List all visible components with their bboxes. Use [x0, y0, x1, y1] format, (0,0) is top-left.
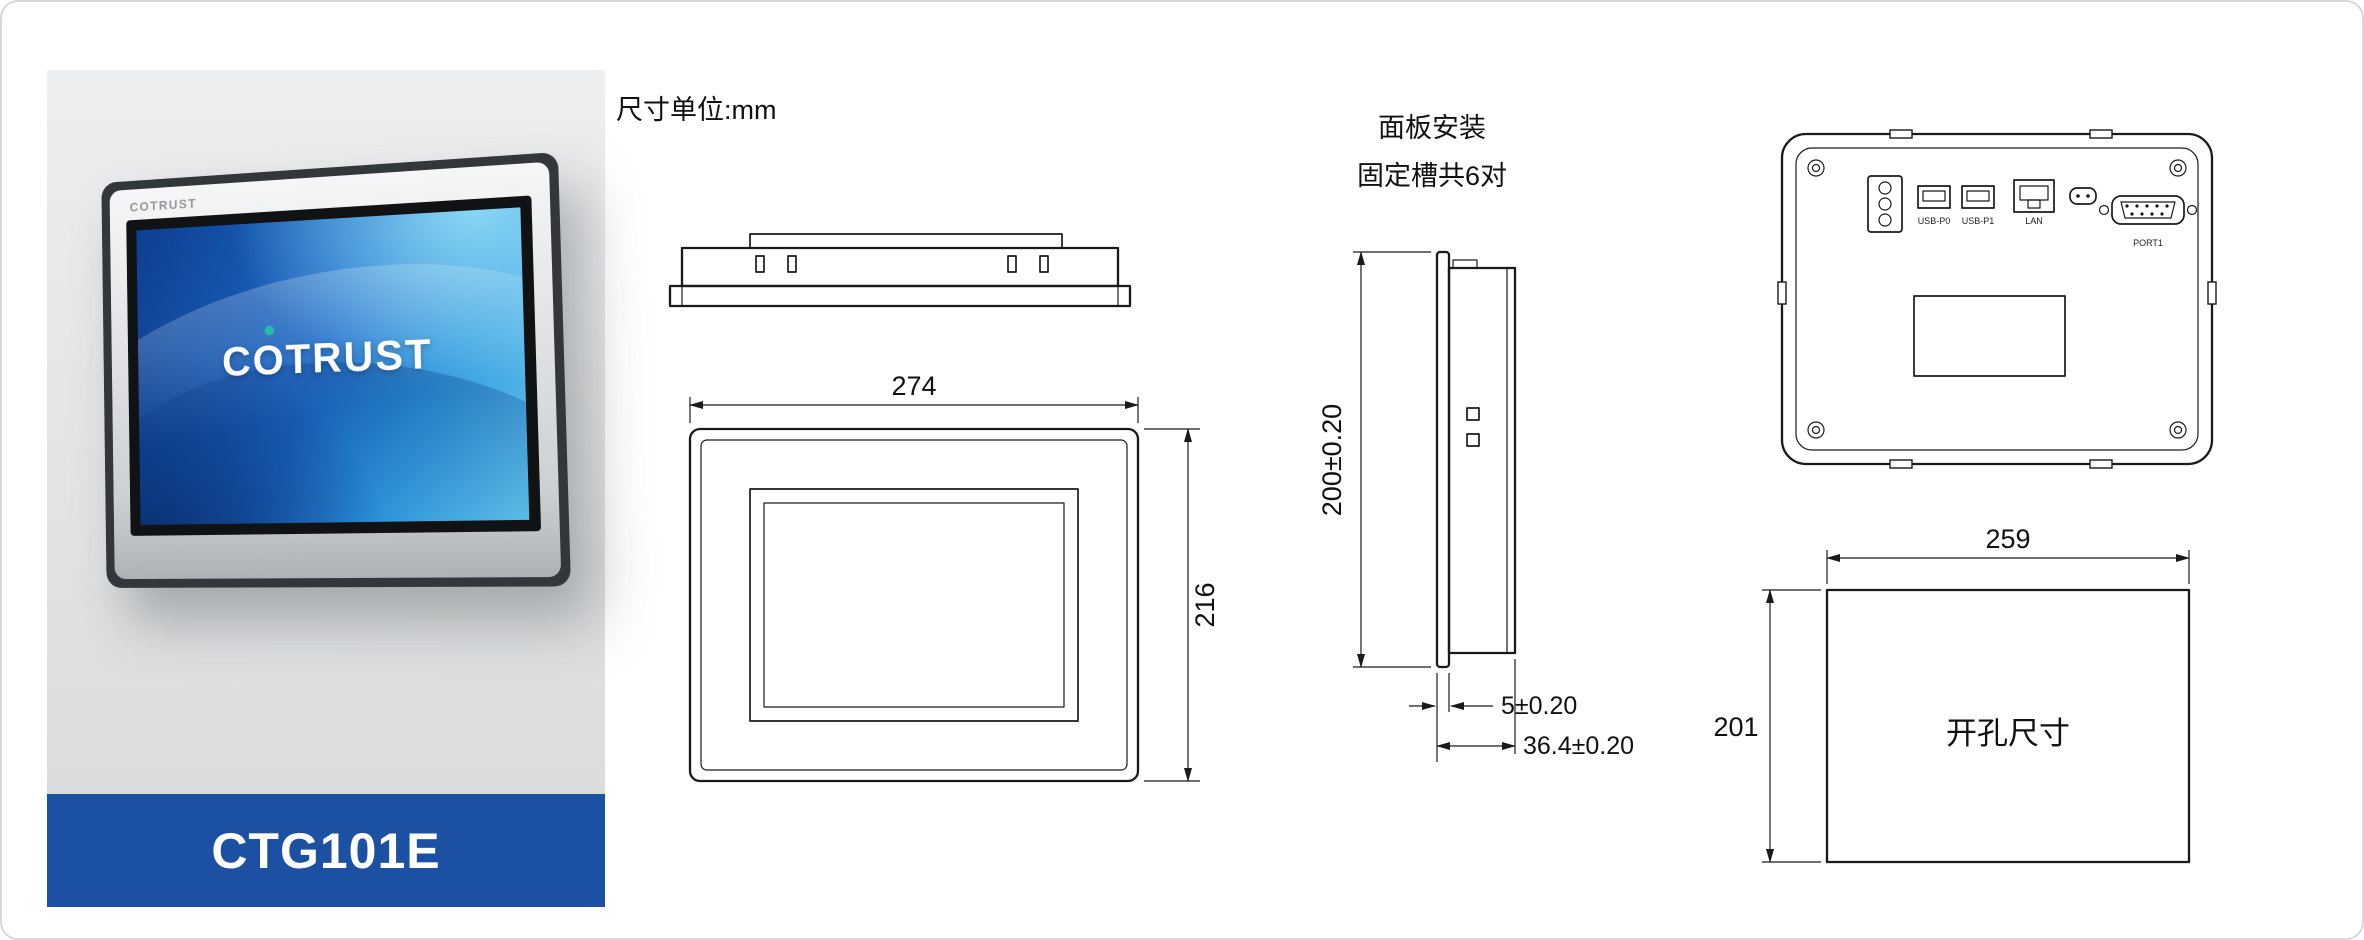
dimension-mount-depth: 36.4±0.20: [1436, 659, 1634, 760]
front-view-outline: [688, 427, 1140, 783]
usb-port-1: USB-P1: [1961, 185, 1995, 226]
top-view-outline: [668, 233, 1132, 308]
mount-depth-dim: 36.4±0.20: [1523, 732, 1634, 760]
panel-mount-title: 面板安装 固定槽共6对: [1292, 104, 1572, 200]
com-port-label: PORT1: [2133, 238, 2163, 248]
product-photo: COTRUST COTRUST: [47, 70, 605, 794]
usb-port-0: USB-P0: [1917, 185, 1951, 226]
side-view-outline: [1435, 250, 1517, 669]
cutout-label: 开孔尺寸: [1946, 716, 2070, 751]
dimension-cutout-width: 259: [1826, 524, 2190, 584]
rear-label-plate: [1913, 295, 2066, 377]
cutout-height-dim: 201: [1713, 712, 1758, 742]
model-name: CTG101E: [211, 822, 441, 879]
bezel-thickness-dim: 5±0.20: [1501, 692, 1577, 720]
device-shell: COTRUST COTRUST: [101, 151, 571, 588]
rear-view-mount-notches: [1777, 129, 2217, 469]
front-view-drawing: 274 216: [688, 371, 1220, 783]
front-width-dim: 274: [891, 371, 936, 401]
model-banner: CTG101E: [47, 794, 605, 907]
device-screen: COTRUST: [136, 207, 530, 526]
bezel-brand-label: COTRUST: [129, 195, 197, 215]
cutout-width-dim: 259: [1985, 524, 2030, 554]
cutout-outline: 开孔尺寸: [1825, 588, 2191, 864]
rear-view-outline: [1780, 132, 2214, 466]
dimension-side-height: 200±0.20: [1317, 251, 1431, 668]
device-screen-frame: COTRUST: [126, 195, 542, 536]
dimension-cutout-height: 201: [1713, 589, 1821, 863]
dimension-front-width: 274: [689, 371, 1139, 423]
rear-view-drawing: USB-P0 USB-P1 LAN PORT1: [1777, 129, 2217, 469]
aux-connector: [2069, 187, 2097, 205]
serial-port-db9: PORT1: [2098, 195, 2198, 248]
dimension-bezel-thickness: 5±0.20: [1409, 673, 1577, 762]
side-height-dim: 200±0.20: [1317, 404, 1347, 516]
usb0-label: USB-P0: [1918, 216, 1951, 226]
lan-port: LAN: [2013, 179, 2055, 226]
rear-view-corner-screws: [1807, 159, 2187, 439]
cutout-drawing: 开孔尺寸 259 201: [1713, 524, 2191, 864]
side-view-drawing: 200±0.20 5±0.20 36.4±0.20: [1317, 250, 1634, 762]
power-terminal: [1867, 175, 1903, 233]
device-bezel: COTRUST COTRUST: [109, 161, 562, 580]
top-view-mount-slots: [755, 255, 1049, 273]
dimension-front-height: 216: [1144, 428, 1220, 782]
device-render: COTRUST COTRUST: [101, 151, 571, 588]
unit-label: 尺寸单位:mm: [616, 95, 777, 125]
panel-mount-title-line1: 面板安装: [1378, 113, 1486, 143]
top-view-drawing: [668, 233, 1132, 308]
front-height-dim: 216: [1190, 582, 1220, 627]
panel-mount-title-line2: 固定槽共6对: [1356, 161, 1508, 191]
lan-label: LAN: [2025, 216, 2043, 226]
brand-logo-text: COTRUST: [221, 329, 434, 385]
usb1-label: USB-P1: [1962, 216, 1995, 226]
